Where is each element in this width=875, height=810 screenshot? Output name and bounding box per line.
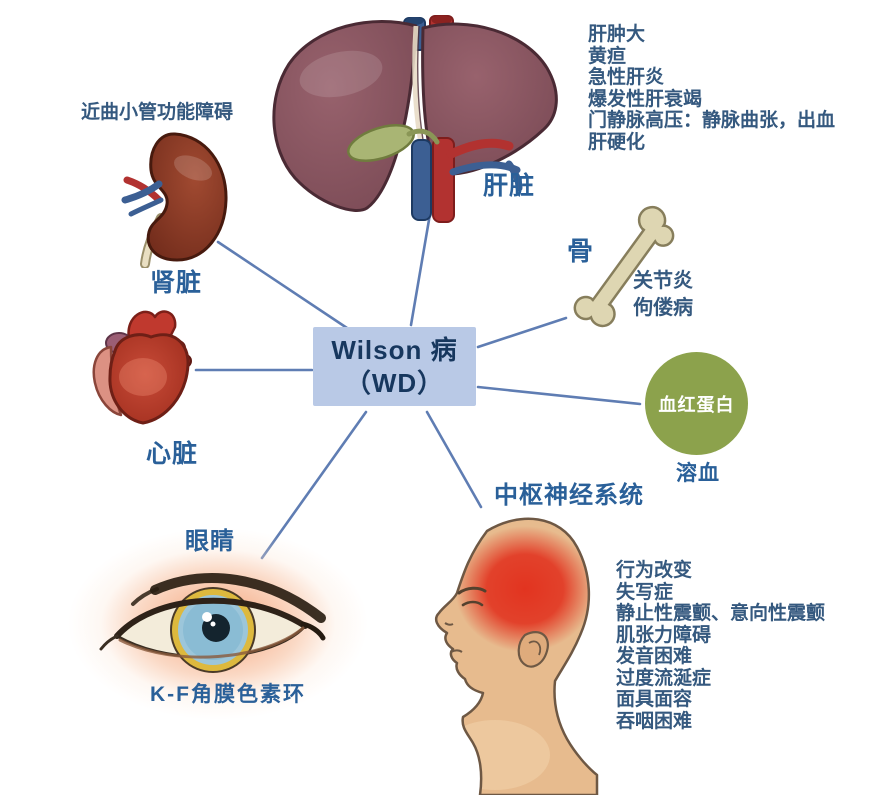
liver-illustration xyxy=(272,15,558,223)
symptom-line: 面具面容 xyxy=(616,689,693,710)
symptom-line: 佝偻病 xyxy=(633,297,693,319)
center-node-wilson-disease: Wilson 病 （WD） xyxy=(313,327,476,406)
kidney-illustration xyxy=(121,132,228,268)
bone-illustration xyxy=(573,205,675,328)
symptom-line: 门静脉高压：静脉曲张，出血 xyxy=(588,110,836,131)
label-liver: 肝脏 xyxy=(483,172,536,200)
cns-head-illustration xyxy=(434,517,599,795)
label-eye: 眼睛 xyxy=(185,528,235,555)
symptom-line: 肝硬化 xyxy=(588,131,646,153)
line-to-eye xyxy=(260,410,368,560)
symptom-line: 过度流涎症 xyxy=(616,667,712,689)
symptom-line: 吞咽困难 xyxy=(616,710,693,732)
symptom-line: 肝肿大 xyxy=(588,24,646,45)
hemoglobin-circle: 血红蛋白 xyxy=(645,352,748,455)
symptom-line: 肌张力障碍 xyxy=(616,624,712,646)
symptom-line: 爆发性肝衰竭 xyxy=(588,88,703,110)
kidney-note: 近曲小管功能障碍 xyxy=(81,102,233,124)
line-to-blood xyxy=(476,385,642,406)
hemoglobin-circle-text: 血红蛋白 xyxy=(658,394,735,415)
symptom-line: 行为改变 xyxy=(616,560,693,581)
symptom-line: 静止性震颤、意向性震颤 xyxy=(616,603,826,624)
symptom-line: 近曲小管功能障碍 xyxy=(81,102,234,123)
symptom-line: 发音困难 xyxy=(616,646,693,667)
liver-symptom-list: 肝肿大 黄疸 急性肝炎 爆发性肝衰竭 门静脉高压：静脉曲张，出血 肝硬化 xyxy=(588,24,835,153)
symptom-line: 关节炎 xyxy=(633,270,693,292)
label-kf-ring: K-F角膜色素环 xyxy=(150,683,306,706)
line-to-liver xyxy=(409,212,432,327)
label-kidney: 肾脏 xyxy=(150,269,203,297)
center-title-line1: Wilson 病 xyxy=(331,334,458,365)
symptom-line: 黄疸 xyxy=(588,45,627,67)
line-to-cns xyxy=(425,410,483,509)
label-cns: 中枢神经系统 xyxy=(494,482,644,509)
center-title-line2: （WD） xyxy=(344,367,445,398)
line-to-kidney xyxy=(216,240,349,330)
symptom-line: 急性肝炎 xyxy=(588,67,665,88)
label-blood: 溶血 xyxy=(676,462,720,485)
cns-symptom-list: 行为改变 失写症 静止性震颤、意向性震颤 肌张力障碍 发音困难 过度流涎症 面具… xyxy=(616,560,825,732)
line-to-bone xyxy=(476,316,568,349)
symptom-line: 失写症 xyxy=(616,581,674,603)
bone-symptom-list: 关节炎 佝偻病 xyxy=(633,268,693,322)
label-bone: 骨 xyxy=(567,236,595,266)
heart-illustration xyxy=(92,310,192,425)
eye-illustration xyxy=(99,573,326,673)
label-heart: 心脏 xyxy=(146,440,199,468)
